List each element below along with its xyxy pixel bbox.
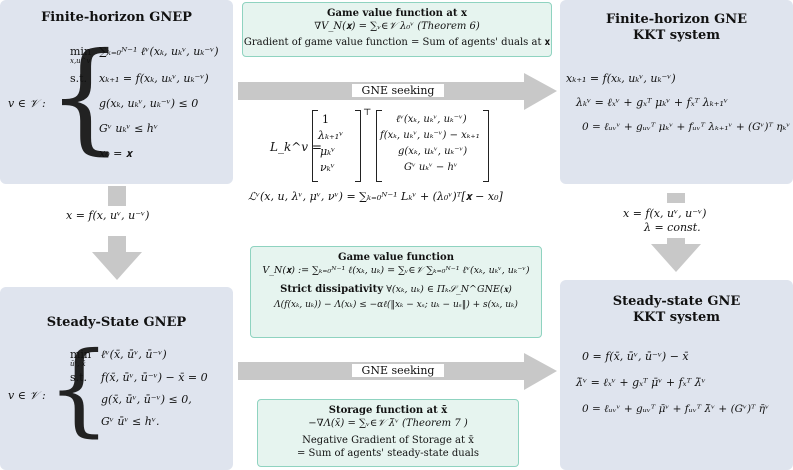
ss-gnep-st: s.t. — [70, 371, 88, 384]
finite-gnep-c2: g(xₖ, uₖᵛ, uₖ⁻ᵛ) ≤ 0 — [99, 97, 199, 110]
game-value-x-caption: Gradient of game value function = Sum of… — [243, 37, 551, 48]
right-arrow-label-2: λ = const. — [644, 221, 701, 234]
finite-gnep-min: min — [70, 45, 92, 58]
dissipativity-cond: ∀(xₖ, uₖ) ∈ Πₖ𝒮_N^GNE(𝐱) — [386, 284, 512, 295]
storage-caption-1: Negative Gradient of Storage at x̄ — [302, 435, 474, 446]
finite-kkt-subtitle: KKT system — [632, 28, 721, 43]
dissipativity-line: Strict dissipativity ∀(xₖ, uₖ) ∈ Πₖ𝒮_N^G… — [251, 283, 541, 296]
right-arrow-down — [651, 238, 701, 272]
right-arrow-top-stub — [667, 193, 685, 203]
vec-right-bracket-l — [376, 110, 382, 182]
ss-kkt-subtitle: KKT system — [632, 310, 721, 325]
game-value-x-title: Game value function at 𝐱 — [327, 8, 467, 19]
finite-gnep-set: v ∈ 𝒱 : — [8, 97, 46, 110]
left-arrow-top-stub — [108, 186, 126, 206]
ss-gnep-c2: g(x̄, ūᵛ, ū⁻ᵛ) ≤ 0, — [101, 393, 192, 406]
finite-gnep-c1: xₖ₊₁ = f(xₖ, uₖᵛ, uₖ⁻ᵛ) — [99, 72, 209, 85]
ss-gnep-c1: f(x̄, ūᵛ, ū⁻ᵛ) − x̄ = 0 — [101, 371, 208, 384]
finite-kkt-box: Finite-horizon GNE KKT system xₖ₊₁ = f(x… — [560, 0, 793, 184]
transpose-mark: ⊤ — [363, 108, 372, 118]
game-value-x-box: Game value function at 𝐱 ∇V_N(𝐱) = ∑ᵥ∈𝒱 … — [242, 2, 552, 57]
vec-right-3: Gᵛ uₖᵛ − hᵛ — [404, 162, 458, 173]
ss-kkt-box: Steady-state GNE KKT system 0 = f(x̄, ūᵛ… — [560, 280, 793, 470]
ss-gnep-min: min — [70, 348, 92, 361]
lagrangian-full: ℒᵛ(x, u, λᵛ, μᵛ, νᵛ) = ∑ₖ₌₀ᴺ⁻¹ Lₖᵛ + (λ₀… — [248, 190, 503, 203]
vec-right-0: ℓᵛ(xₖ, uₖᵛ, uₖ⁻ᵛ) — [396, 114, 467, 125]
dissipativity-title: Strict dissipativity — [280, 284, 384, 295]
game-value-fn-title: Game value function — [338, 252, 454, 263]
finite-kkt-eq1: xₖ₊₁ = f(xₖ, uₖᵛ, uₖ⁻ᵛ) — [566, 72, 676, 85]
finite-gnep-c3: Gᵛ uₖᵛ ≤ hᵛ — [99, 122, 158, 135]
ss-kkt-eq2: λ̄ᵛ = ℓₓᵛ + gₓᵀ μ̄ᵛ + fₓᵀ λ̄ᵛ — [576, 376, 706, 389]
finite-kkt-eq3: 0 = ℓᵤᵥᵛ + gᵤᵥᵀ μₖᵛ + fᵤᵥᵀ λₖ₊₁ᵛ + (Gᵛ)ᵀ… — [582, 121, 791, 133]
vec-left-3: νₖᵛ — [320, 161, 335, 174]
finite-gnep-c4: x₀ = 𝐱 — [99, 147, 132, 160]
finite-gnep-box: Finite-horizon GNEP v ∈ 𝒱 : { min x,u^v … — [0, 0, 233, 184]
left-arrow-down — [92, 236, 142, 280]
vec-right-1: f(xₖ, uₖᵛ, uₖ⁻ᵛ) − xₖ₊₁ — [380, 130, 480, 141]
finite-gnep-min-sub: x,u^v — [70, 57, 91, 65]
storage-title: Storage function at x̄ — [328, 405, 448, 416]
finite-gnep-brace: { — [47, 28, 124, 167]
storage-box: Storage function at x̄ −∇Λ(x̄) = ∑ᵥ∈𝒱 λ̄… — [257, 399, 519, 467]
storage-caption-2: = Sum of agents' steady-state duals — [296, 448, 480, 459]
ss-kkt-eq3: 0 = ℓᵤᵥᵛ + gᵤᵥᵀ μ̄ᵛ + fᵤᵥᵀ λ̄ᵛ + (Gᵛ)ᵀ η… — [582, 403, 770, 415]
right-arrow-label-1: x = f(x, uᵛ, u⁻ᵛ) — [623, 207, 707, 220]
ss-gnep-set: v ∈ 𝒱 : — [8, 389, 46, 402]
vec-left-2: μₖᵛ — [320, 145, 336, 158]
game-value-fn-box: Game value function V_N(𝐱) := ∑ₖ₌₀ᴺ⁻¹ ℓ(… — [250, 246, 542, 338]
left-arrow-label: x = f(x, uᵛ, u⁻ᵛ) — [66, 209, 150, 222]
vec-right-2: g(xₖ, uₖᵛ, uₖ⁻ᵛ) — [398, 146, 468, 157]
vec-left-0: 1 — [322, 113, 329, 126]
dissipativity-formula: Λ(f(xₖ, uₖ)) − Λ(xₖ) ≤ −αℓ(‖xₖ − xₛ; uₖ … — [274, 300, 518, 310]
game-value-x-formula: ∇V_N(𝐱) = ∑ᵥ∈𝒱 λ₀ᵛ (Theorem 6) — [314, 21, 480, 32]
ss-gnep-brace: { — [47, 330, 111, 447]
lagrangian-L-label: L_k^v = — [270, 140, 322, 154]
finite-gnep-objective: ∑ₖ₌₀ᴺ⁻¹ ℓᵛ(xₖ, uₖᵛ, uₖ⁻ᵛ) — [99, 45, 219, 58]
ss-kkt-title: Steady-state GNE — [612, 294, 741, 309]
ss-gnep-objective: ℓᵛ(x̄, ūᵛ, ū⁻ᵛ) — [101, 348, 167, 361]
game-value-fn-formula: V_N(𝐱) := ∑ₖ₌₀ᴺ⁻¹ ℓ(xₖ, uₖ) = ∑ᵥ∈𝒱 ∑ₖ₌₀ᴺ… — [262, 265, 530, 276]
finite-kkt-title: Finite-horizon GNE — [605, 12, 748, 27]
ss-kkt-eq1: 0 = f(x̄, ūᵛ, ū⁻ᵛ) − x̄ — [582, 350, 689, 363]
gne-seeking-label-bottom: GNE seeking — [352, 364, 444, 377]
finite-gnep-st: s.t. — [70, 72, 88, 85]
finite-kkt-eq2: λₖᵛ = ℓₓᵛ + gₓᵀ μₖᵛ + fₓᵀ λₖ₊₁ᵛ — [576, 96, 729, 109]
ss-gnep-c3: Gᵛ ūᵛ ≤ hᵛ. — [101, 415, 160, 428]
vec-right-bracket-r — [483, 110, 489, 182]
vec-left-bracket-r — [355, 110, 361, 182]
vec-left-bracket-l — [312, 110, 318, 182]
finite-gnep-title: Finite-horizon GNEP — [41, 10, 192, 25]
ss-gnep-box: Steady-State GNEP v ∈ 𝒱 : { min ūᵛ, x̄ ℓ… — [0, 287, 233, 470]
gne-seeking-label-top: GNE seeking — [352, 84, 444, 97]
ss-gnep-min-sub: ūᵛ, x̄ — [70, 360, 86, 368]
vec-left-1: λₖ₊₁ᵛ — [318, 129, 344, 142]
storage-formula: −∇Λ(x̄) = ∑ᵥ∈𝒱 λ̄ᵛ (Theorem 7 ) — [308, 418, 468, 429]
ss-gnep-title: Steady-State GNEP — [46, 315, 187, 330]
